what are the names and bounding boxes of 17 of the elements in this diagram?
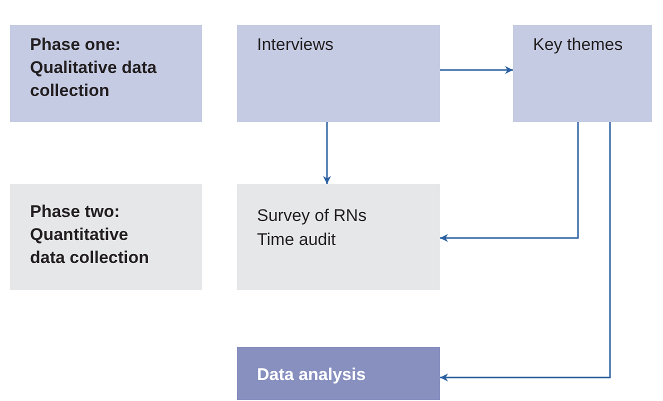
node-text: Interviews bbox=[257, 34, 335, 56]
node-text: Survey of RNs bbox=[257, 205, 368, 227]
arrow bbox=[440, 66, 513, 74]
node-text: Phase one: Qualitative data collection bbox=[30, 34, 158, 102]
process-box bbox=[237, 347, 440, 400]
process-box bbox=[237, 25, 440, 122]
phase-box bbox=[10, 184, 202, 290]
node-text: Phase two: Quantitative data collection bbox=[30, 201, 150, 269]
process-box bbox=[513, 25, 652, 122]
arrow bbox=[440, 122, 579, 242]
node-text: Key themes bbox=[533, 34, 624, 56]
arrow bbox=[323, 122, 331, 184]
node-text: Time audit bbox=[257, 229, 337, 251]
arrow bbox=[440, 122, 611, 382]
process-box bbox=[237, 184, 440, 290]
node-text: Data analysis bbox=[257, 364, 367, 386]
phase-box bbox=[10, 25, 202, 122]
